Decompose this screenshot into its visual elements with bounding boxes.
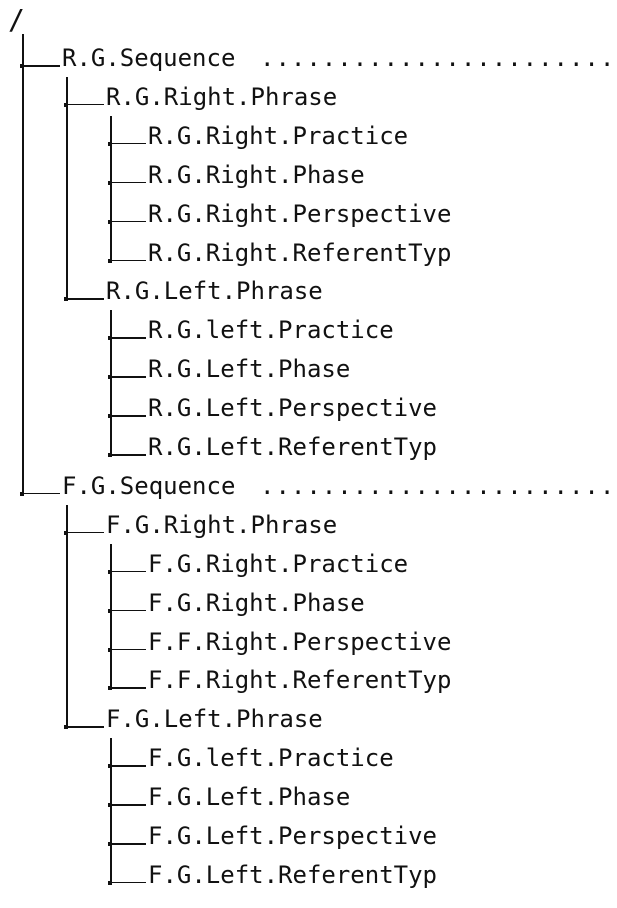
connector-dot — [108, 686, 112, 691]
leaf-label: R.G.Right.ReferentTyp — [148, 238, 452, 267]
leaf-label: R.G.Left.Phase — [148, 355, 351, 384]
connector-dot — [64, 725, 68, 730]
connector-horizontal — [110, 804, 146, 806]
connector-horizontal — [110, 376, 146, 378]
leaf-label: F.G.Right.Phase — [148, 588, 365, 617]
connector-vertical — [66, 77, 68, 300]
connector-horizontal — [110, 570, 146, 573]
connector-vertical — [66, 504, 68, 728]
leaf-label: F.G.Left.ReferentTyp — [148, 860, 437, 889]
leaf-label: R.G.left.Practice — [148, 316, 394, 345]
connector-horizontal — [66, 531, 104, 534]
leaf-label: R.G.Right.Perspective — [148, 199, 452, 228]
connector-horizontal — [110, 454, 146, 456]
leaf-label: R.G.Right.Practice — [148, 121, 409, 150]
phrase-label: F.G.Right.Phrase — [106, 510, 338, 539]
sequence-label: F.G.Sequence — [62, 471, 236, 500]
connector-vertical — [110, 738, 112, 883]
leaf-label: F.G.Right.Practice — [148, 549, 409, 578]
leaf-label: F.F.Right.Perspective — [148, 627, 452, 656]
connector-dot — [64, 297, 68, 302]
connector-horizontal — [110, 843, 146, 845]
leaf-label: R.G.Left.ReferentTyp — [148, 433, 437, 461]
connector-horizontal — [110, 259, 146, 262]
connector-horizontal — [110, 220, 146, 223]
connector-dot — [108, 880, 112, 885]
leaf-label: F.F.Right.ReferentTyp — [148, 666, 452, 695]
leaf-label: F.G.Left.Phase — [148, 783, 351, 812]
connector-dot — [108, 258, 112, 263]
leaf-label: R.G.Left.Perspective — [148, 394, 437, 423]
leaf-label: F.G.left.Practice — [148, 744, 394, 773]
phrase-label: F.G.Left.Phrase — [106, 705, 323, 734]
connector-dot — [20, 491, 24, 496]
connector-vertical — [22, 34, 24, 494]
connector-horizontal — [110, 609, 146, 612]
tree-root-label: / — [8, 3, 25, 36]
leader-dots: ........................................… — [260, 44, 617, 72]
connector-vertical — [110, 115, 112, 261]
connector-horizontal — [66, 103, 104, 106]
connector-horizontal — [22, 492, 60, 495]
connector-horizontal — [110, 337, 146, 339]
leaf-label: R.G.Right.Phase — [148, 160, 365, 189]
connector-horizontal — [110, 142, 146, 145]
connector-horizontal — [110, 648, 146, 651]
phrase-label: R.G.Left.Phrase — [106, 277, 323, 306]
connector-horizontal — [66, 298, 104, 300]
connector-horizontal — [110, 181, 146, 184]
leader-dots: ........................................… — [260, 471, 617, 500]
phrase-label: R.G.Right.Phrase — [106, 82, 338, 111]
connector-horizontal — [22, 65, 60, 67]
connector-vertical — [110, 310, 112, 455]
connector-horizontal — [110, 881, 146, 884]
connector-dot — [108, 453, 112, 457]
connector-horizontal — [110, 765, 146, 767]
connector-vertical — [110, 543, 112, 689]
connector-horizontal — [110, 415, 146, 417]
leaf-label: F.G.Left.Perspective — [148, 822, 437, 850]
connector-horizontal — [66, 726, 104, 728]
sequence-label: R.G.Sequence — [62, 44, 236, 72]
connector-horizontal — [110, 687, 146, 689]
